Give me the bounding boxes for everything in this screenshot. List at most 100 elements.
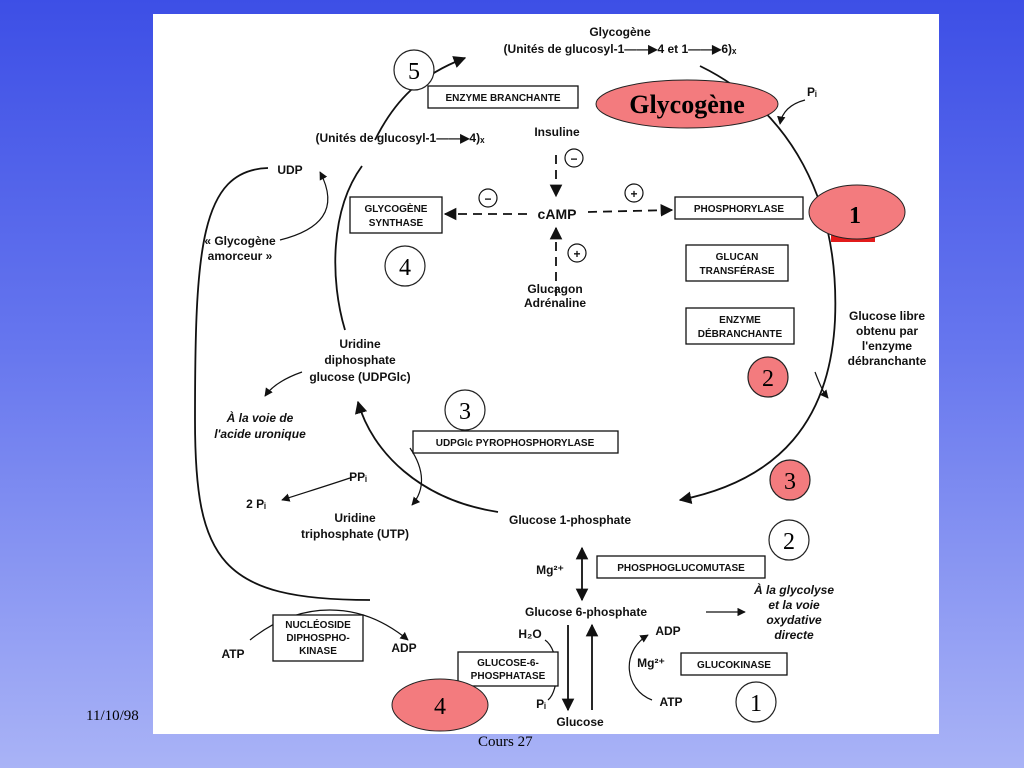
svg-text:ENZYME: ENZYME [719,315,761,326]
free-glucose-arrow [814,371,829,399]
svg-text:3: 3 [459,399,471,425]
svg-text:3: 3 [784,469,796,495]
plus-sign: + [630,187,637,201]
glycogen-label: Glycogène [589,25,651,39]
svg-text:1: 1 [849,203,861,229]
uronic-label-1: À la voie de [226,410,294,425]
svg-text:2: 2 [783,529,795,555]
units-14-label: (Unités de glucosyl-1——▶4)ₓ [316,131,486,145]
phosphorylase-curve [678,65,837,504]
glycolysis-label-4: directe [774,628,814,642]
ppi-arrow [281,477,351,502]
primer-arrow [279,171,329,241]
primer-label-1: « Glycogène [204,234,276,248]
glucagon-label: Glucagon [527,282,582,296]
svg-text:TRANSFÉRASE: TRANSFÉRASE [699,264,774,277]
svg-text:DIPHOSPHO-: DIPHOSPHO- [286,633,349,644]
glycolysis-label-3: oxydative [766,613,822,627]
svg-text:NUCLÉOSIDE: NUCLÉOSIDE [285,618,351,631]
atp-label-bottom: ATP [659,695,682,709]
glucokinase-box: GLUCOKINASE [680,652,788,676]
slide-footer: Cours 27 [478,734,533,750]
udpglc-label-2: diphosphate [324,353,396,367]
g1p-label: Glucose 1-phosphate [509,513,631,527]
svg-text:DÉBRANCHANTE: DÉBRANCHANTE [698,327,783,340]
step-badge-1-red: 1 [808,184,906,242]
atp-adp-curve [628,634,653,701]
glycolysis-label-1: À la glycolyse [753,582,834,597]
svg-text:GLYCOGÈNE: GLYCOGÈNE [365,202,428,215]
glycogen-units-label: (Unités de glucosyl-1——▶4 et 1——▶6)ₓ [504,42,738,56]
camp-label: cAMP [538,206,577,222]
free-glucose-label-1: Glucose libre [849,309,925,323]
step-badge-2-red: 2 [747,356,789,398]
minus-circle-synthase [478,188,498,208]
adp-label-bottom: ADP [655,624,680,638]
utp-label-2: triphosphate (UTP) [301,527,409,541]
pi-label: Pᵢ [807,85,817,99]
plus-circle-phosphorylase [624,183,644,203]
pi-label-bottom: Pᵢ [536,697,546,711]
phosphoglucomutase-box: PHOSPHOGLUCOMUTASE [596,555,766,579]
mg-label-kinase: Mg²⁺ [637,656,665,670]
svg-text:4: 4 [399,255,411,281]
svg-text:GLUCAN: GLUCAN [716,252,759,263]
step-badge-3-red: 3 [769,459,811,501]
pi-arrow [777,99,806,125]
svg-text:5: 5 [408,59,420,85]
svg-text:SYNTHASE: SYNTHASE [369,218,424,229]
glycogene-title-badge: Glycogène [595,79,779,129]
step-badge-1-white: 1 [735,681,777,723]
glycogen-metabolism-diagram: − − + + Glycogène (Unités de glucosyl-1—… [194,25,927,732]
udpglc-arrow [354,400,499,513]
uronic-label-2: l'acide uronique [214,427,306,441]
svg-text:UDPGlc PYROPHOSPHORYLASE: UDPGlc PYROPHOSPHORYLASE [436,438,595,449]
svg-text:ENZYME BRANCHANTE: ENZYME BRANCHANTE [446,93,561,104]
camp-to-phosphorylase [587,203,674,217]
nucleoside-arrow [249,609,409,641]
glucose-label: Glucose [556,715,604,729]
insulin-label: Insuline [534,125,580,139]
free-glucose-label-3: l'enzyme [862,339,913,353]
svg-text:2: 2 [762,366,774,392]
svg-text:GLUCOSE-6-: GLUCOSE-6- [477,658,539,669]
svg-text:4: 4 [434,694,446,720]
step-badge-4-red: 4 [391,678,489,732]
adrenaline-label: Adrénaline [524,296,586,310]
svg-text:PHOSPHORYLASE: PHOSPHORYLASE [694,204,785,215]
uronic-arrow [264,371,303,397]
free-glucose-label-2: obtenu par [856,324,918,338]
free-glucose-label-4: débranchante [848,354,927,368]
glycogene-synthase-box: GLYCOGÈNE SYNTHASE [349,196,443,234]
ppi-label: PPᵢ [349,470,367,484]
udp-label: UDP [277,163,302,177]
svg-text:PHOSPHOGLUCOMUTASE: PHOSPHOGLUCOMUTASE [617,563,745,574]
two-pi-label: 2 Pᵢ [246,497,266,511]
plus-circle-glucagon [567,243,587,263]
minus-circle-insulin [564,148,584,168]
udpglc-label-1: Uridine [339,337,381,351]
svg-text:GLUCOKINASE: GLUCOKINASE [697,660,771,671]
step-badge-4-white: 4 [384,245,426,287]
branching-arrow [374,56,467,141]
minus-sign: − [484,192,491,206]
udpglc-label-3: glucose (UDPGlc) [309,370,410,384]
minus-sign: − [570,152,577,166]
svg-text:Glycogène: Glycogène [629,90,745,119]
svg-text:PHOSPHATASE: PHOSPHATASE [471,671,546,682]
glucose-6-phosphatase-box: GLUCOSE-6- PHOSPHATASE [457,651,559,687]
svg-text:KINASE: KINASE [299,646,337,657]
synthase-curve [334,165,363,331]
udp-loop [194,167,371,601]
diagram-panel: − − + + Glycogène (Unités de glucosyl-1—… [153,14,939,734]
svg-text:1: 1 [750,691,762,717]
primer-label-2: amorceur » [208,249,273,263]
glucan-transferase-box: GLUCAN TRANSFÉRASE [685,244,789,282]
step-badge-3-white: 3 [444,389,486,431]
g6p-label: Glucose 6-phosphate [525,605,647,619]
nucleoside-diphosphokinase-box: NUCLÉOSIDE DIPHOSPHO- KINASE [272,614,364,662]
step-badge-2-white: 2 [768,519,810,561]
enzyme-debranchante-box: ENZYME DÉBRANCHANTE [685,307,795,345]
atp-label-left: ATP [221,647,244,661]
h2o-label: H₂O [518,627,541,641]
